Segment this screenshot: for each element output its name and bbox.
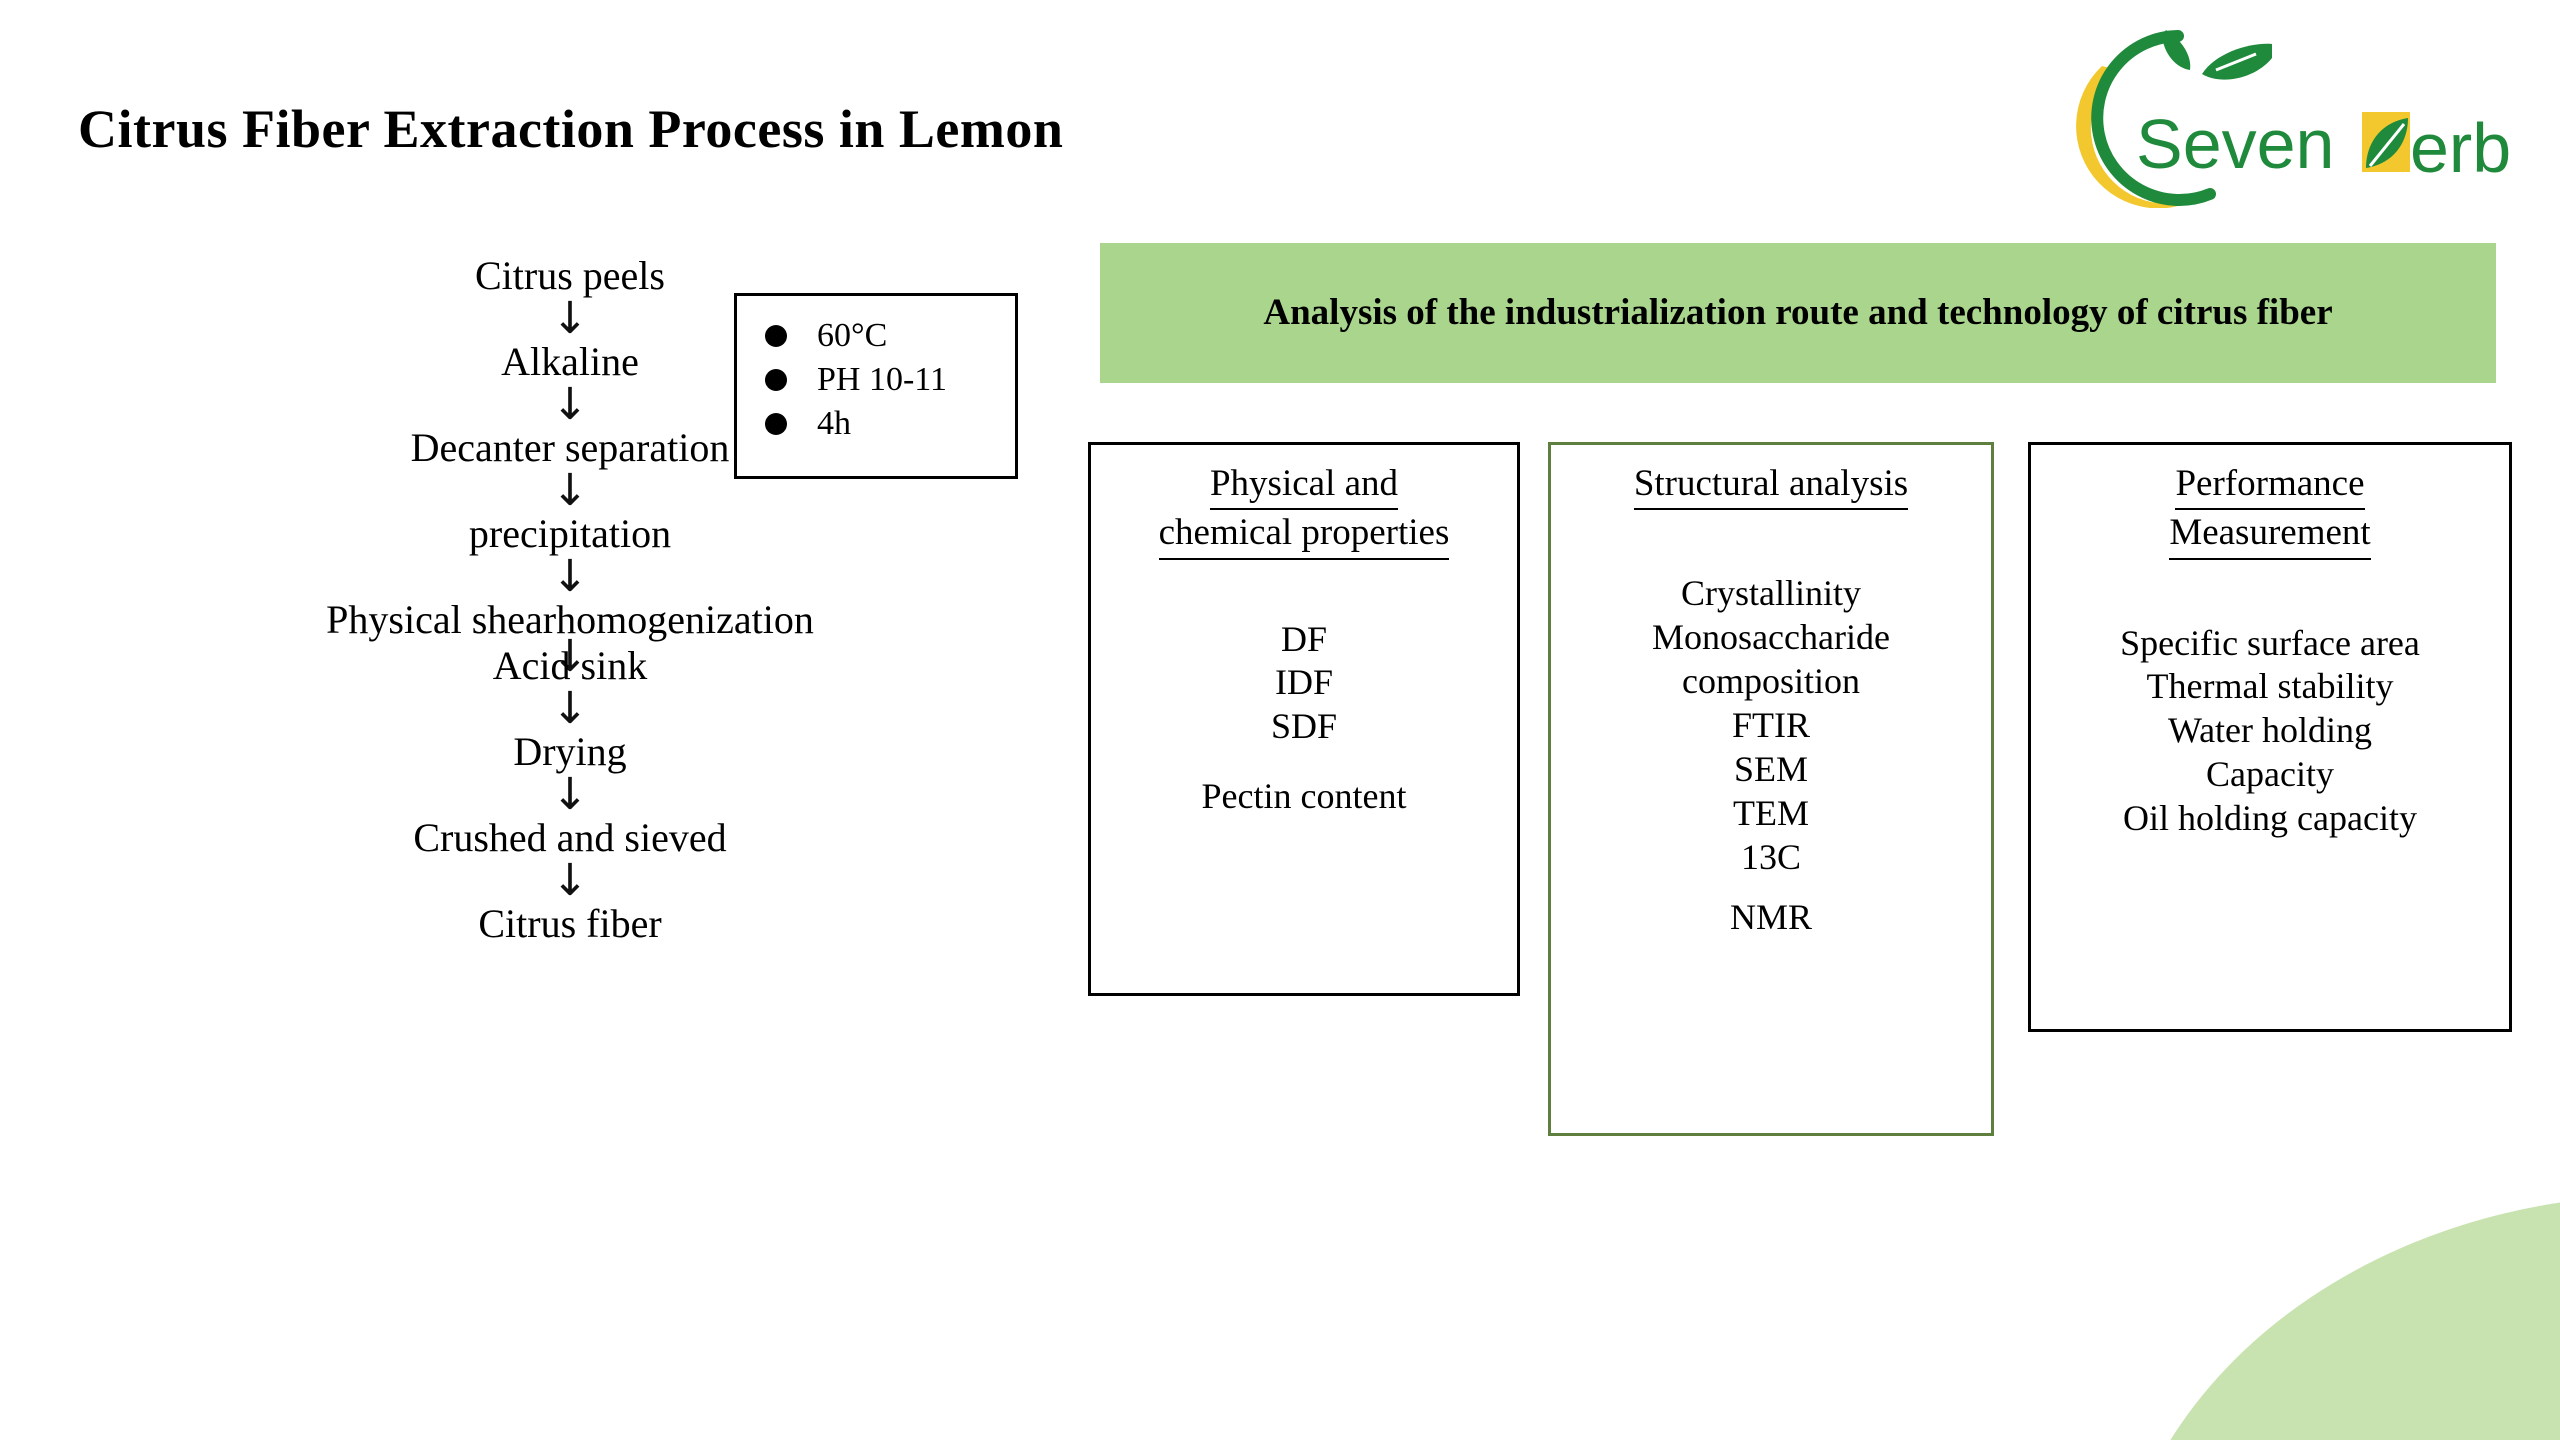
- box-list-item: DF: [1280, 618, 1328, 659]
- flow-step: Crushed and sieved: [413, 815, 727, 860]
- box-heading-line: Physical and: [1209, 461, 1399, 511]
- flow-step: precipitation: [468, 511, 672, 556]
- logo-leaf-left: [2162, 30, 2191, 70]
- box-list-item: composition: [1682, 661, 1860, 702]
- box-list-item: Oil holding capacity: [2123, 798, 2417, 839]
- structural-analysis-box: Structural analysis Crystallinity Monosa…: [1548, 442, 1994, 1136]
- flow-arrow-icon: ↓: [551, 631, 589, 682]
- parameter-label: 4h: [817, 405, 851, 442]
- extraction-flowchart: Citrus peels ↓ Alkaline ↓ Decanter separ…: [120, 255, 1020, 945]
- box-list-item: Thermal stability: [2146, 666, 2394, 707]
- box-list-item: Capacity: [2206, 754, 2334, 795]
- corner-decoration-shape: [2110, 1195, 2560, 1440]
- box-list-item: Pectin content: [1201, 776, 1407, 817]
- spacer: [1091, 749, 1517, 775]
- performance-measurement-box: Performance Measurement Specific surface…: [2028, 442, 2512, 1032]
- spacer: [1551, 880, 1991, 896]
- box-list-item: SDF: [1270, 706, 1338, 747]
- logo-word-erb: erb: [2410, 109, 2511, 187]
- bullet-icon: [765, 325, 787, 347]
- logo-word-seven: Seven: [2136, 105, 2334, 183]
- bullet-icon: [765, 369, 787, 391]
- box-list-item: FTIR: [1731, 704, 1810, 745]
- flow-step: Acid sink: [492, 643, 648, 688]
- flow-arrow-icon: ↓: [551, 293, 589, 344]
- box-heading: Performance Measurement: [2031, 461, 2509, 560]
- box-heading: Structural analysis: [1551, 461, 1991, 511]
- box-list-item: NMR: [1729, 896, 1813, 937]
- flow-arrow-icon: ↓: [551, 769, 589, 820]
- logo-leaf-vein: [2215, 52, 2257, 72]
- box-list-item: SEM: [1733, 748, 1809, 789]
- flow-step: Decanter separation: [410, 425, 730, 470]
- physical-chemical-properties-box: Physical and chemical properties DF IDF …: [1088, 442, 1520, 996]
- parameter-label: PH 10-11: [817, 361, 948, 398]
- corner-decoration: [2000, 1150, 2560, 1440]
- box-list-item: Water holding: [2167, 710, 2373, 751]
- logo-apple-arc: [2091, 30, 2216, 206]
- box-heading-line: chemical properties: [1158, 510, 1450, 560]
- box-body: Specific surface area Thermal stability …: [2031, 622, 2509, 842]
- logo-h-leaf-vein: [2368, 123, 2406, 167]
- process-parameters-box: 60°C PH 10-11 4h: [734, 293, 1018, 479]
- parameter-item: 60°C: [765, 314, 1015, 358]
- flow-arrow-icon: ↓: [551, 855, 589, 906]
- analysis-banner: Analysis of the industrialization route …: [1100, 243, 2496, 383]
- box-heading-line: Structural analysis: [1633, 461, 1909, 511]
- parameter-item: 4h: [765, 402, 1015, 446]
- flow-step: Citrus fiber: [478, 901, 662, 946]
- box-heading-line: Measurement: [2169, 510, 2371, 560]
- page-title: Citrus Fiber Extraction Process in Lemon: [78, 99, 1064, 159]
- flow-step: Citrus peels: [475, 253, 665, 298]
- box-list-item: IDF: [1274, 662, 1333, 703]
- box-list-item: Monosaccharide: [1652, 617, 1890, 658]
- box-list-item: Specific surface area: [2120, 622, 2420, 663]
- flow-step: Physical shearhomogenization: [326, 597, 814, 642]
- box-heading-line: Performance: [2175, 461, 2365, 511]
- box-list-item: TEM: [1733, 792, 1809, 833]
- box-body: Crystallinity Monosaccharide composition…: [1551, 572, 1991, 939]
- flow-step: Drying: [513, 729, 627, 774]
- analysis-banner-text: Analysis of the industrialization route …: [1263, 291, 2333, 333]
- flow-arrow-icon: ↓: [551, 551, 589, 602]
- box-list-item: 13C: [1740, 836, 1801, 877]
- parameter-item: PH 10-11: [765, 358, 1015, 402]
- flow-arrow-icon: ↓: [551, 379, 589, 430]
- box-heading: Physical and chemical properties: [1091, 461, 1517, 560]
- flow-arrow-icon: ↓: [551, 465, 589, 516]
- flow-arrow-icon: ↓: [551, 683, 589, 734]
- seven-herb-logo: Seven erb: [2010, 8, 2550, 208]
- box-list-item: Crystallinity: [1681, 573, 1861, 614]
- box-body: DF IDF SDF Pectin content: [1091, 618, 1517, 820]
- flow-step: Alkaline: [501, 339, 639, 384]
- parameter-label: 60°C: [817, 317, 888, 354]
- bullet-icon: [765, 413, 787, 435]
